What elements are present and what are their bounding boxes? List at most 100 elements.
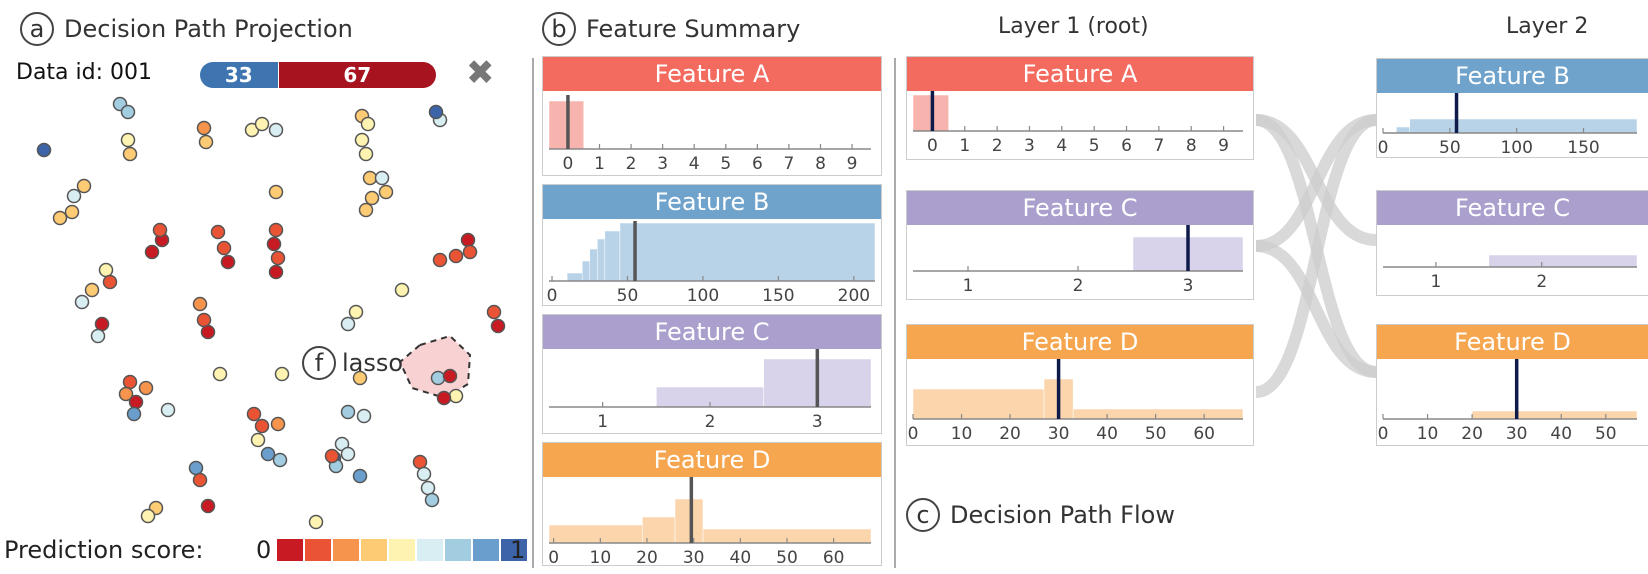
projection-point[interactable] <box>394 282 410 298</box>
projection-point[interactable] <box>448 248 464 264</box>
projection-point[interactable] <box>308 514 324 530</box>
projection-point[interactable] <box>352 468 368 484</box>
projection-point[interactable] <box>424 492 440 508</box>
projection-point[interactable] <box>374 170 390 186</box>
projection-scatter[interactable] <box>0 0 520 530</box>
projection-point[interactable] <box>90 328 106 344</box>
projection-point[interactable] <box>36 142 52 158</box>
axis-tick-label: 3 <box>1183 276 1194 296</box>
axis-tick-label: 1 <box>1431 272 1442 292</box>
axis-tick-label: 50 <box>776 548 798 566</box>
projection-point[interactable] <box>250 432 266 448</box>
axis-tick-label: 0 <box>1378 424 1389 444</box>
projection-point[interactable] <box>268 122 284 138</box>
projection-point[interactable] <box>140 508 156 524</box>
projection-point[interactable] <box>266 236 282 252</box>
axis-tick-label: 2 <box>705 412 716 432</box>
projection-point[interactable] <box>268 222 284 238</box>
projection-point[interactable] <box>192 472 208 488</box>
legend-cell <box>416 538 444 562</box>
prediction-color-legend <box>276 538 528 562</box>
projection-point[interactable] <box>254 418 270 434</box>
projection-point[interactable] <box>84 282 100 298</box>
projection-point[interactable] <box>138 380 154 396</box>
projection-point[interactable] <box>160 402 176 418</box>
projection-point[interactable] <box>340 446 356 462</box>
projection-point[interactable] <box>254 116 270 132</box>
projection-point[interactable] <box>52 210 68 226</box>
projection-point[interactable] <box>324 448 340 464</box>
projection-point[interactable] <box>268 264 284 280</box>
projection-point[interactable] <box>360 116 376 132</box>
layer1-title: Layer 1 (root) <box>998 14 1149 39</box>
legend-cell <box>360 538 388 562</box>
projection-point[interactable] <box>428 104 444 120</box>
projection-point[interactable] <box>358 146 374 162</box>
projection-point[interactable] <box>358 202 374 218</box>
projection-point[interactable] <box>196 120 212 136</box>
projection-point[interactable] <box>340 316 356 332</box>
projection-point[interactable] <box>416 466 432 482</box>
projection-point[interactable] <box>260 446 276 462</box>
projection-point[interactable] <box>152 222 168 238</box>
projection-point[interactable] <box>220 254 236 270</box>
axis-tick-label: 50 <box>1145 424 1167 444</box>
projection-point[interactable] <box>274 366 290 382</box>
projection-point[interactable] <box>348 304 364 320</box>
projection-point[interactable] <box>76 178 92 194</box>
projection-point[interactable] <box>432 252 448 268</box>
projection-point[interactable] <box>268 184 284 200</box>
projection-point[interactable] <box>216 240 232 256</box>
projection-point[interactable] <box>74 294 90 310</box>
projection-point[interactable] <box>490 318 506 334</box>
lasso-tool[interactable]: f lasso <box>302 346 403 380</box>
score-low-segment: 33 <box>200 62 278 88</box>
projection-point[interactable] <box>200 498 216 514</box>
projection-point[interactable] <box>356 408 372 424</box>
projection-point[interactable] <box>192 296 208 312</box>
projection-point[interactable] <box>126 406 142 422</box>
projection-point[interactable] <box>120 104 136 120</box>
projection-point[interactable] <box>270 250 286 266</box>
projection-point[interactable] <box>200 324 216 340</box>
projection-point[interactable] <box>102 274 118 290</box>
axis-tick-label: 1 <box>963 276 974 296</box>
layer1-header-feature-d: Feature D <box>907 325 1253 359</box>
projection-point[interactable] <box>352 370 368 386</box>
projection-point[interactable] <box>378 184 394 200</box>
axis-tick-label: 60 <box>1193 424 1215 444</box>
projection-point[interactable] <box>486 304 502 320</box>
projection-point[interactable] <box>210 224 226 240</box>
projection-point[interactable] <box>144 244 160 260</box>
axis-tick-label: 8 <box>1186 136 1197 156</box>
projection-point[interactable] <box>462 244 478 260</box>
projection-point[interactable] <box>212 366 228 382</box>
close-icon[interactable]: ✖ <box>466 53 495 93</box>
lasso-selected-point[interactable] <box>436 390 452 406</box>
projection-point[interactable] <box>64 204 80 220</box>
projection-point[interactable] <box>364 190 380 206</box>
projection-point[interactable] <box>272 452 288 468</box>
lasso-selected-point[interactable] <box>442 368 458 384</box>
projection-point[interactable] <box>122 146 138 162</box>
projection-point[interactable] <box>198 134 214 150</box>
projection-point[interactable] <box>340 404 356 420</box>
projection-point[interactable] <box>66 188 82 204</box>
projection-point[interactable] <box>120 132 136 148</box>
projection-point[interactable] <box>270 416 286 432</box>
projection-point[interactable] <box>246 406 262 422</box>
axis-tick-label: 2 <box>1073 276 1084 296</box>
projection-point[interactable] <box>354 132 370 148</box>
projection-point[interactable] <box>118 386 134 402</box>
